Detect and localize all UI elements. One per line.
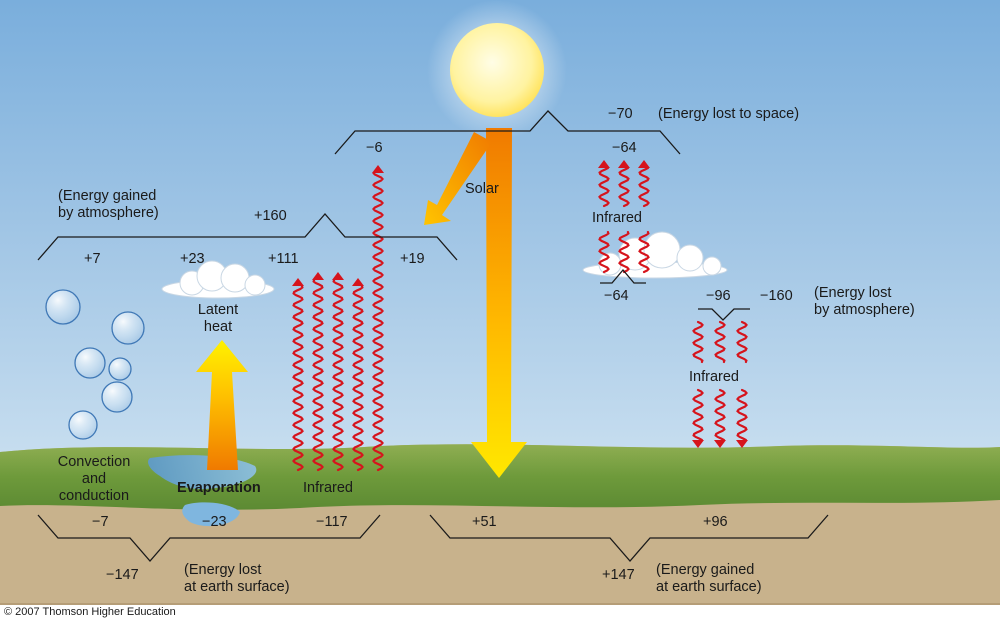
surface-gained-total: +147 [602, 567, 635, 583]
lost-to-space-value: −70 [608, 106, 633, 122]
infrared-wave-cloud-2 [618, 230, 630, 274]
infrared-arrow-down-2 [714, 388, 726, 442]
infrared-arrow-down-1-head [692, 440, 704, 448]
infrared-arrow-to-space-head [372, 165, 384, 173]
infrared-wave-down-2 [714, 320, 726, 364]
infrared-arrow-space-1-head [598, 160, 610, 168]
infrared-arrow-space-3 [638, 166, 650, 208]
solar-beam-to-surface [471, 128, 527, 478]
infrared-arrow-down-1 [692, 388, 704, 442]
surface-gained-infrared: +96 [703, 514, 728, 530]
bracket-surface-lost [37, 514, 381, 562]
latent-value: +23 [180, 251, 205, 267]
atmosphere-gained-label: (Energy gained by atmosphere) [58, 188, 159, 221]
bracket-surface-gained [429, 514, 829, 562]
bracket-atmosphere-gained [37, 213, 458, 261]
infrared-wave-cloud-1 [598, 230, 610, 274]
copyright-credit: © 2007 Thomson Higher Education [4, 606, 176, 618]
infrared-arrow-surface-1 [292, 284, 304, 472]
ir-space-value: −64 [612, 140, 637, 156]
infrared-arrow-down-3-head [736, 440, 748, 448]
infrared-arrow-space-3-head [638, 160, 650, 168]
convection-bubbles [45, 289, 145, 440]
atmosphere-lost-total: −160 [760, 288, 793, 304]
infrared-wave-down-1 [692, 320, 704, 364]
surface-lost-infrared: −117 [316, 514, 348, 530]
infrared-arrow-down-3 [736, 388, 748, 442]
surface-lost-total: −147 [106, 567, 139, 583]
convection-value: +7 [84, 251, 101, 267]
bracket-atmosphere-down [698, 308, 750, 321]
solar-absorbed-value: +19 [400, 251, 425, 267]
infrared-wave-cloud-3 [638, 230, 650, 274]
infrared-arrow-down-2-head [714, 440, 726, 448]
surface-lost-convection: −7 [92, 514, 109, 530]
infrared-arrow-surface-3 [332, 278, 344, 472]
infrared-arrow-space-1 [598, 166, 610, 208]
surface-gained-label: (Energy gained at earth surface) [656, 562, 762, 595]
infrared-arrow-to-space [372, 171, 384, 472]
ground [0, 444, 1000, 605]
infrared-arrow-surface-3-head [332, 272, 344, 280]
bracket-space [334, 110, 681, 155]
infrared-wave-down-3 [736, 320, 748, 364]
sun [427, 0, 567, 140]
latent-heat-label: Latent heat [197, 302, 239, 335]
infrared-absorbed-value: +111 [268, 251, 299, 267]
solar-label: Solar [465, 181, 499, 197]
lost-to-space-label: (Energy lost to space) [658, 106, 800, 122]
infrared-surface-label: Infrared [303, 480, 353, 496]
surface-lost-evaporation: −23 [202, 514, 227, 530]
infrared-arrow-surface-2 [312, 278, 324, 472]
latent-heat-arrow [196, 340, 248, 470]
solar-reflect-value: −6 [366, 140, 383, 156]
atmosphere-lost-label: (Energy lost by atmosphere) [814, 285, 915, 318]
solar-beam-to-atmosphere [424, 132, 492, 225]
cloud-latent [161, 260, 275, 299]
evaporation-label: Evaporation [177, 480, 261, 496]
bracket-cloud [600, 268, 646, 284]
infrared-arrow-surface-4 [352, 284, 364, 472]
infrared-arrow-space-2-head [618, 160, 630, 168]
infrared-arrow-surface-2-head [312, 272, 324, 280]
cloud-lost-value: −64 [604, 288, 629, 304]
infrared-arrows [292, 160, 748, 472]
surface-gained-solar: +51 [472, 514, 497, 530]
infrared-arrow-surface-1-head [292, 278, 304, 286]
bracket-lines [37, 110, 829, 562]
surface-lost-label: (Energy lost at earth surface) [184, 562, 290, 595]
infrared-arrow-space-2 [618, 166, 630, 208]
infrared-arrow-surface-4-head [352, 278, 364, 286]
atmosphere-down-value: −96 [706, 288, 731, 304]
infrared-lower-label: Infrared [689, 369, 739, 385]
convection-label: Convection and conduction [57, 454, 131, 504]
infrared-upper-label: Infrared [592, 210, 642, 226]
atmosphere-gained-total: +160 [254, 208, 287, 224]
